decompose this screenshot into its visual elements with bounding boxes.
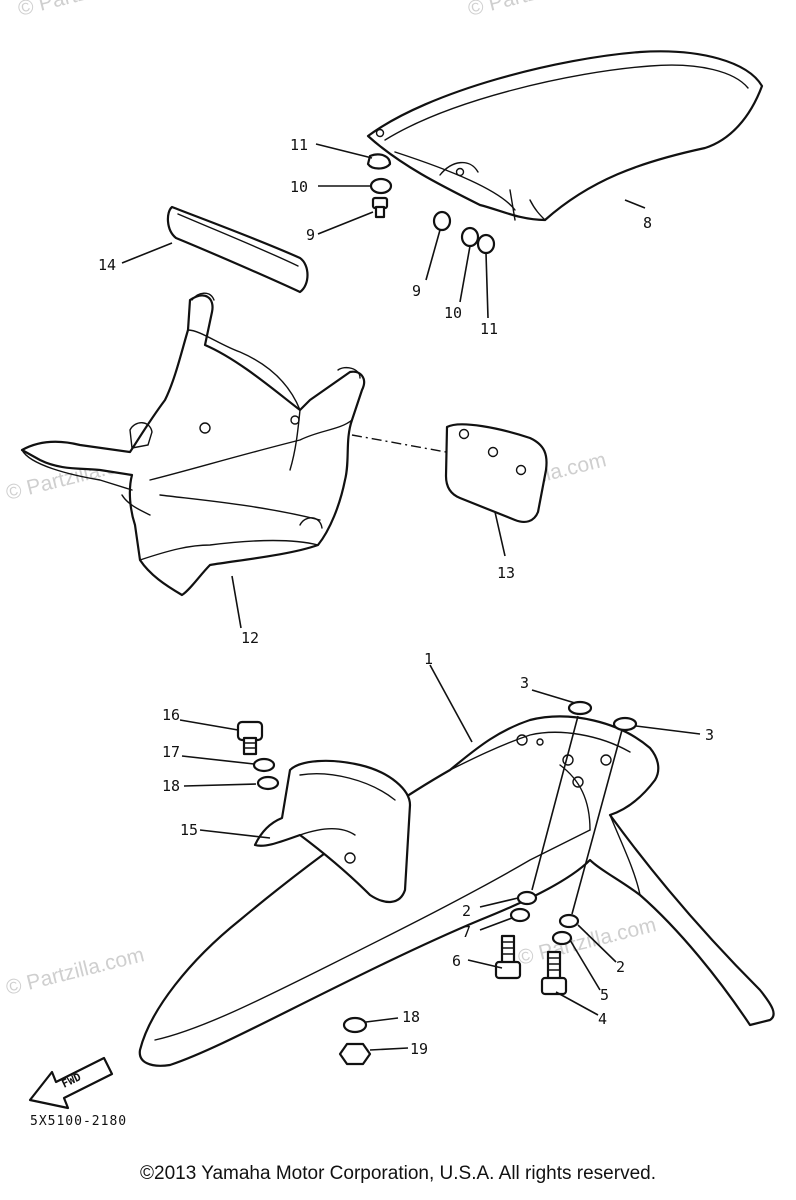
callout-7: 7 bbox=[462, 923, 471, 941]
watermark: © Partzilla.com bbox=[16, 0, 159, 21]
part-5-washer bbox=[551, 930, 573, 946]
part-7-washer bbox=[509, 907, 531, 923]
part-2-washer bbox=[516, 890, 538, 906]
callout-14: 14 bbox=[98, 256, 116, 274]
callout-18: 18 bbox=[402, 1008, 420, 1026]
callout-13: 13 bbox=[497, 564, 515, 582]
watermark: © Partzilla.com bbox=[466, 0, 609, 21]
callout-2: 2 bbox=[462, 902, 471, 920]
callout-10: 10 bbox=[290, 178, 308, 196]
callout-15: 15 bbox=[180, 821, 198, 839]
part-10-nut bbox=[369, 177, 393, 195]
part-8-flap bbox=[366, 50, 764, 222]
callout-11: 11 bbox=[480, 320, 498, 338]
copyright-notice: ©2013 Yamaha Motor Corporation, U.S.A. A… bbox=[140, 1163, 656, 1184]
part-14-strap bbox=[166, 205, 309, 294]
part-6-bolt bbox=[494, 934, 522, 980]
callout-9: 9 bbox=[306, 226, 315, 244]
callout-11: 11 bbox=[290, 136, 308, 154]
part-11-washer-lower bbox=[476, 233, 496, 255]
part-9-bolt-lower bbox=[432, 210, 452, 232]
part-10-nut-lower bbox=[460, 226, 480, 248]
part-1-rear-fender bbox=[138, 715, 775, 1067]
part-18-washer bbox=[256, 775, 280, 791]
callout-3: 3 bbox=[520, 674, 529, 692]
part-12-housing bbox=[20, 292, 366, 597]
fwd-arrow: FWD bbox=[28, 1056, 114, 1110]
callout-5: 5 bbox=[600, 986, 609, 1004]
callout-10: 10 bbox=[444, 304, 462, 322]
hardware bbox=[236, 153, 638, 1066]
callout-1: 1 bbox=[424, 650, 433, 668]
part-11-washer bbox=[366, 153, 392, 170]
part-17-washer bbox=[252, 757, 276, 773]
leader-lines bbox=[121, 143, 701, 1051]
part-16-bolt bbox=[236, 720, 264, 756]
callout-17: 17 bbox=[162, 743, 180, 761]
part-15-flap bbox=[253, 759, 412, 903]
callout-6: 6 bbox=[452, 952, 461, 970]
callout-12: 12 bbox=[241, 629, 259, 647]
callout-16: 16 bbox=[162, 706, 180, 724]
part-13-plate bbox=[444, 423, 548, 523]
diagram-code: 5X5100-2180 bbox=[30, 1114, 127, 1129]
callouts: 11 10 9 14 9 10 11 8 12 13 1 3 3 16 17 1… bbox=[98, 136, 714, 1058]
callout-3: 3 bbox=[705, 726, 714, 744]
watermark: © Partzilla.com bbox=[516, 913, 659, 970]
callout-9: 9 bbox=[412, 282, 421, 300]
part-3-washer bbox=[612, 716, 638, 732]
part-4-bolt bbox=[540, 950, 568, 996]
watermark: © Partzilla.com bbox=[4, 943, 147, 1000]
part-2-washer bbox=[558, 913, 580, 929]
callout-8: 8 bbox=[643, 214, 652, 232]
callout-4: 4 bbox=[598, 1010, 607, 1028]
part-3-washer bbox=[567, 700, 593, 716]
callout-2: 2 bbox=[616, 958, 625, 976]
part-19-nut bbox=[338, 1042, 372, 1066]
callout-18: 18 bbox=[162, 777, 180, 795]
part-18-washer-lower bbox=[342, 1016, 368, 1034]
part-9-bolt bbox=[371, 196, 389, 219]
callout-19: 19 bbox=[410, 1040, 428, 1058]
mounting-line bbox=[351, 434, 447, 453]
